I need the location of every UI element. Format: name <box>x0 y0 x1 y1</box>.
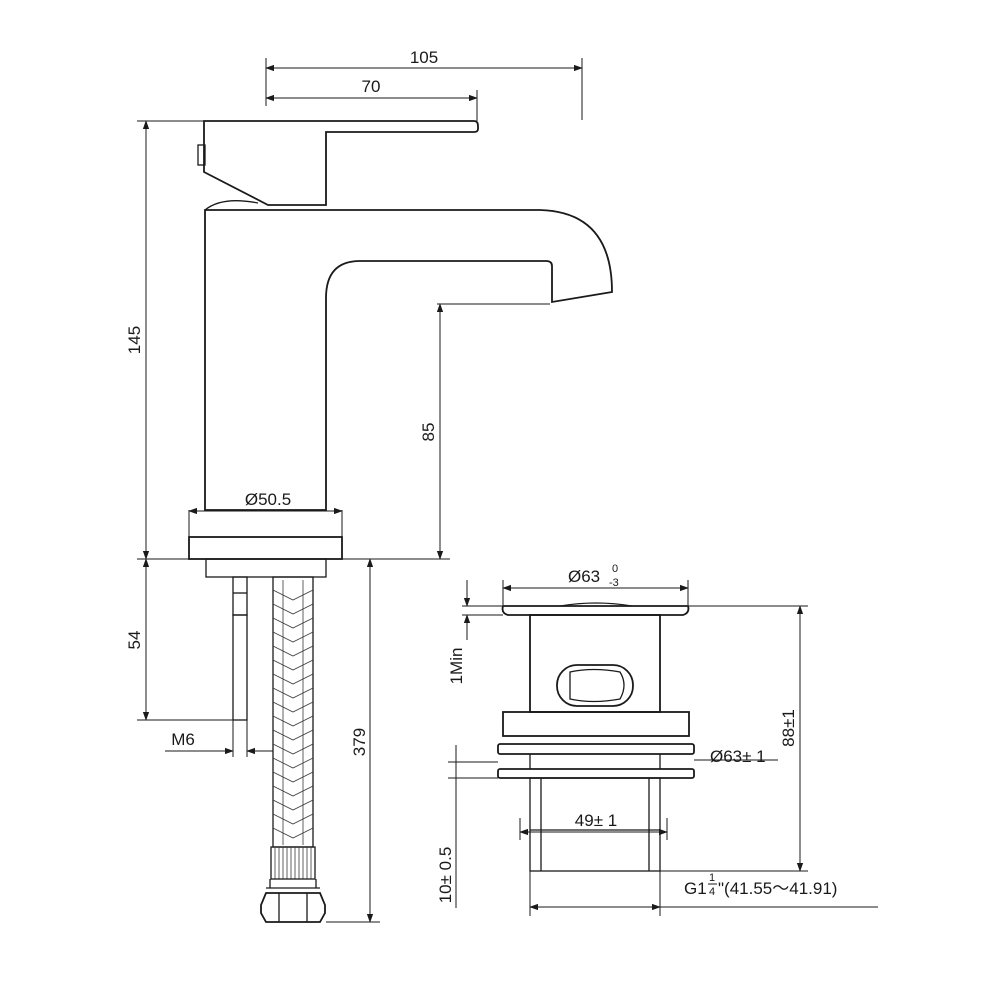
braided-hose <box>272 576 314 848</box>
faucet-body-spout <box>204 209 613 511</box>
faucet-handle-button <box>197 144 206 166</box>
dim-thread-spec: G1 1 4 "(41.55～41.91) <box>684 872 837 898</box>
dim-waste-tol-upper: 0 <box>612 563 618 575</box>
faucet-cartridge-curve <box>204 200 259 211</box>
svg-text:1: 1 <box>709 872 715 884</box>
faucet-base-plate <box>188 536 343 560</box>
dim-handle-length: 70 <box>362 77 381 96</box>
waste-body <box>529 614 661 713</box>
faucet-mounting-nut <box>205 558 327 578</box>
threaded-stud-top <box>232 576 248 616</box>
dim-shank-length: 54 <box>125 631 144 650</box>
waste-threaded-tail <box>529 777 661 872</box>
dim-thread-length: 10± 0.5 <box>436 847 455 904</box>
svg-text:G1: G1 <box>684 879 707 898</box>
hose-hex-nut <box>260 879 326 923</box>
dim-total-height: 145 <box>125 326 144 354</box>
waste-flange <box>501 605 690 616</box>
waste-drawing <box>497 602 695 872</box>
waste-washer-top <box>497 743 695 755</box>
waste-dimensions: Ø63 0 -3 1Min 88±1 Ø63± 1 10± 0.5 49± 1 <box>436 563 878 916</box>
dim-hose-length: 379 <box>350 728 369 756</box>
faucet-drawing <box>188 120 613 923</box>
svg-text:4: 4 <box>709 886 715 898</box>
dim-body-diameter: 49± 1 <box>575 811 617 830</box>
threaded-stud-rod <box>232 614 248 721</box>
waste-plug-dome <box>559 602 633 607</box>
dim-spout-height: 85 <box>419 423 438 442</box>
dim-base-diameter: Ø50.5 <box>245 490 291 509</box>
dim-waste-height: 88±1 <box>779 709 798 747</box>
dim-waste-tol-lower: -3 <box>609 577 619 589</box>
svg-text:"(41.55～41.91): "(41.55～41.91) <box>718 879 837 898</box>
hose-ferrule <box>270 846 316 880</box>
dim-thread-size: M6 <box>171 730 195 749</box>
waste-overflow-slot <box>556 664 634 707</box>
dim-flange-thickness: 1Min <box>447 648 466 685</box>
dim-overall-length: 105 <box>410 48 438 67</box>
dim-washer-diameter: Ø63± 1 <box>710 747 766 766</box>
waste-back-nut <box>502 711 690 737</box>
faucet-dimensions: 105 70 145 85 Ø50.5 54 M6 379 <box>125 48 583 923</box>
waste-washer-bottom <box>497 768 695 779</box>
dim-waste-diameter: Ø63 <box>568 567 600 586</box>
faucet-lever-handle <box>203 120 479 206</box>
